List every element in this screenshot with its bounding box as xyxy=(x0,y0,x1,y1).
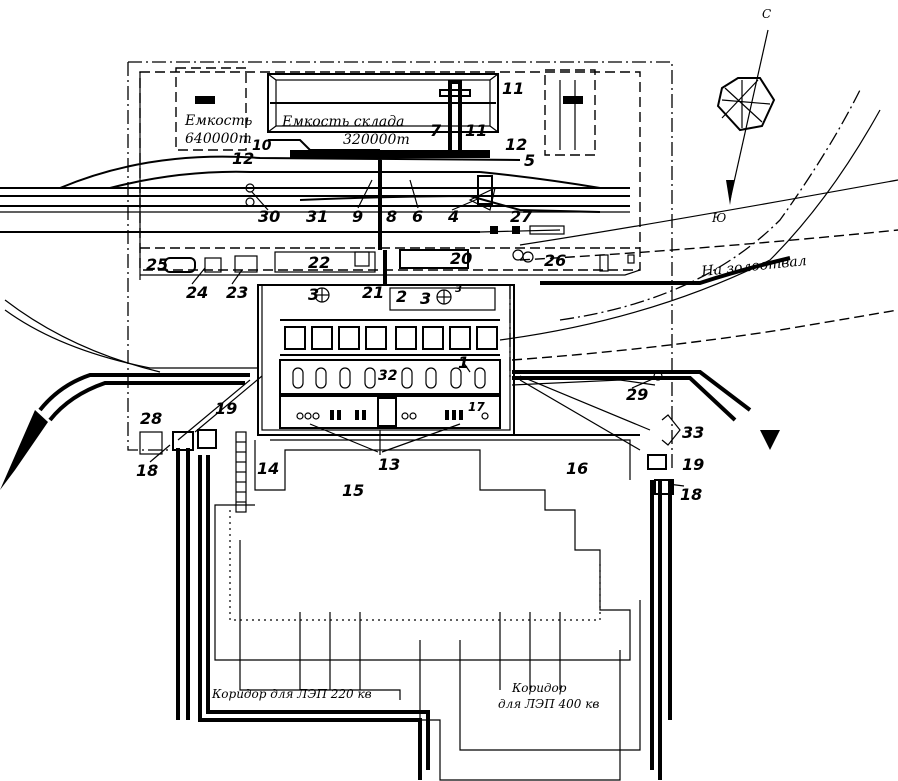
north-label: С xyxy=(762,7,771,21)
corridor-400-label-2: для ЛЭП 400 кв xyxy=(498,697,599,711)
callout-6: 6 xyxy=(412,207,423,226)
capacity-label-1: Емкость xyxy=(184,113,252,129)
callout-23: 23 xyxy=(226,283,248,302)
callout-13: 13 xyxy=(378,455,400,474)
callout-15: 15 xyxy=(342,481,364,500)
callout-7: 7 xyxy=(430,121,442,140)
callout-14: 14 xyxy=(257,459,279,478)
callout-3c: 3 xyxy=(455,284,462,295)
callout-30: 30 xyxy=(258,207,280,226)
ash-dump-label: На золоотвал xyxy=(700,253,808,280)
corridor-walls xyxy=(139,371,681,780)
callout-17: 17 xyxy=(468,400,485,414)
callout-3a: 3 xyxy=(308,285,319,304)
callout-24: 24 xyxy=(186,283,208,302)
corridor-400-label-1: Коридор xyxy=(511,681,567,695)
leader-lines xyxy=(149,179,685,487)
corridor-220-label: Коридор для ЛЭП 220 кв xyxy=(211,687,372,701)
discharge-arrow-left xyxy=(0,410,780,490)
callout-20: 20 xyxy=(450,249,472,268)
transformer-symbols xyxy=(296,410,489,420)
callout-28: 28 xyxy=(140,409,162,428)
callout-12b: 12 xyxy=(505,135,527,154)
auxiliary-buildings xyxy=(140,247,641,276)
switchyards xyxy=(214,431,641,781)
numbered-callouts: 1 2 3 3 3 4 5 6 7 8 9 10 11 11 12 12 13 … xyxy=(136,79,704,504)
callout-26: 26 xyxy=(544,251,566,270)
capacity-value-2: 320000т xyxy=(343,132,410,148)
callout-18b: 18 xyxy=(680,485,702,504)
callout-19b: 19 xyxy=(682,455,704,474)
callout-3b: 3 xyxy=(420,289,431,308)
callout-2: 2 xyxy=(396,287,407,306)
callout-19a: 19 xyxy=(215,399,237,418)
conduits xyxy=(4,89,898,422)
callout-31: 31 xyxy=(306,207,328,226)
callout-12a: 12 xyxy=(232,149,254,168)
coal-storage-area xyxy=(175,67,596,158)
callout-5: 5 xyxy=(524,151,535,170)
railway-tracks xyxy=(0,155,630,285)
callout-4: 4 xyxy=(447,207,459,226)
callout-21: 21 xyxy=(362,283,384,302)
callout-8: 8 xyxy=(386,207,397,226)
callout-32: 32 xyxy=(378,368,397,384)
callout-25: 25 xyxy=(146,255,168,274)
compass-rose xyxy=(716,29,776,205)
capacity-value-1: 640000т xyxy=(185,131,252,147)
callout-33: 33 xyxy=(682,423,704,442)
callout-22: 22 xyxy=(308,253,330,272)
south-label: Ю xyxy=(711,211,726,225)
callout-16: 16 xyxy=(566,459,588,478)
capacity-label-2: Емкость склада xyxy=(281,114,405,130)
callout-11a: 11 xyxy=(502,79,524,98)
callout-18a: 18 xyxy=(136,461,158,480)
callout-29: 29 xyxy=(626,385,648,404)
callout-11b: 11 xyxy=(465,121,487,140)
callout-10: 10 xyxy=(252,138,272,154)
callout-27: 27 xyxy=(510,207,533,226)
callout-9: 9 xyxy=(352,207,363,226)
